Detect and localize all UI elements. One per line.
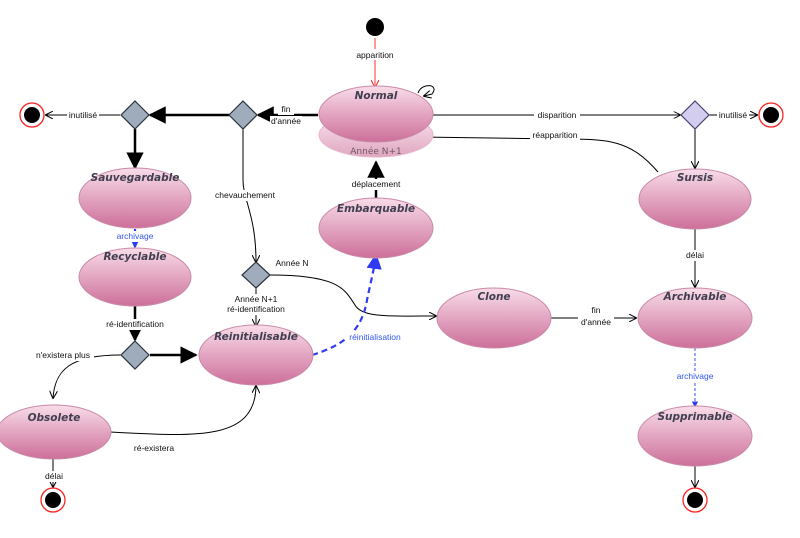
state-sursis: Sursis (638, 168, 752, 230)
edge-chevauchement (242, 128, 256, 262)
state-reinitialisable: Reinitialisable (198, 324, 314, 386)
state-recyclable: Recyclable (78, 247, 192, 307)
state-recyclable-label: Recyclable (104, 251, 167, 263)
state-embarquable: Embarquable (318, 197, 434, 259)
label-annee-n: Année N (275, 258, 308, 268)
final-node-left (19, 102, 45, 128)
state-archivable-label: Archivable (663, 291, 727, 303)
decision-node-fin-annee (228, 100, 258, 130)
label-archivage-right: archivage (677, 371, 714, 381)
label-deplacement: déplacement (352, 179, 401, 189)
state-normal: Année N+1 Normal (318, 85, 434, 158)
state-embarquable-label: Embarquable (337, 203, 415, 215)
decision-node-re-identification (120, 340, 150, 370)
label-re-existera: ré-existera (134, 443, 174, 453)
final-node-right (758, 102, 784, 128)
label-reapparition: réapparition (533, 130, 578, 140)
state-normal-label: Normal (355, 90, 398, 102)
initial-node (366, 18, 384, 36)
edge-nexistera-plus (53, 354, 122, 398)
edge-reinitialisation (311, 253, 382, 357)
decision-node-chevauchement (241, 261, 271, 289)
state-reinitialisable-label: Reinitialisable (214, 331, 298, 343)
state-sauvegardable: Sauvegardable (78, 167, 192, 229)
state-obsolete-label: Obsolete (28, 412, 81, 424)
decision-node-inutilise-left (120, 100, 150, 130)
label-archivage-left: archivage (117, 231, 154, 241)
label-re-identification: ré-identification (106, 319, 164, 329)
state-supprimable-label: Supprimable (657, 411, 732, 423)
label-inutilise-right: inutilisé (719, 110, 748, 120)
edge-reapparition (420, 137, 659, 173)
label-clone-fin-annee: d'année (581, 317, 611, 327)
edge-annee-n (269, 274, 436, 316)
label-delai-left: délai (45, 471, 63, 481)
label-fin-annee-line1: fin (282, 104, 291, 114)
label-delai-right: délai (686, 250, 704, 260)
state-supprimable: Supprimable (637, 405, 753, 467)
state-sauvegardable-label: Sauvegardable (91, 172, 180, 184)
state-clone: Clone (436, 287, 552, 349)
label-fin-annee-line2: d'année (271, 116, 301, 126)
label-nexistera-plus: n'existera plus (36, 350, 90, 360)
label-disparition: disparition (538, 110, 577, 120)
state-archivable: Archivable (637, 287, 753, 349)
label-annee-n1: Année N+1 (235, 294, 278, 304)
final-node-supprimable (682, 487, 708, 513)
state-sursis-label: Sursis (677, 172, 713, 184)
edge-self-loop-normal (417, 85, 435, 96)
label-apparition: apparition (356, 50, 394, 60)
edge-re-existera (109, 386, 256, 436)
label-inutilise-left: inutilisé (69, 110, 98, 120)
label-clone-fin: fin (592, 305, 601, 315)
label-reinitialisation: réinitialisation (349, 332, 401, 342)
final-node-obsolete (40, 487, 66, 513)
label-chevauchement: chevauchement (215, 190, 276, 200)
state-normal-sub-label: Année N+1 (350, 146, 402, 157)
state-obsolete: Obsolete (0, 404, 112, 460)
state-clone-label: Clone (477, 291, 510, 303)
label-re-identification-2: ré-identification (227, 304, 285, 314)
decision-node-disparition (680, 100, 710, 130)
